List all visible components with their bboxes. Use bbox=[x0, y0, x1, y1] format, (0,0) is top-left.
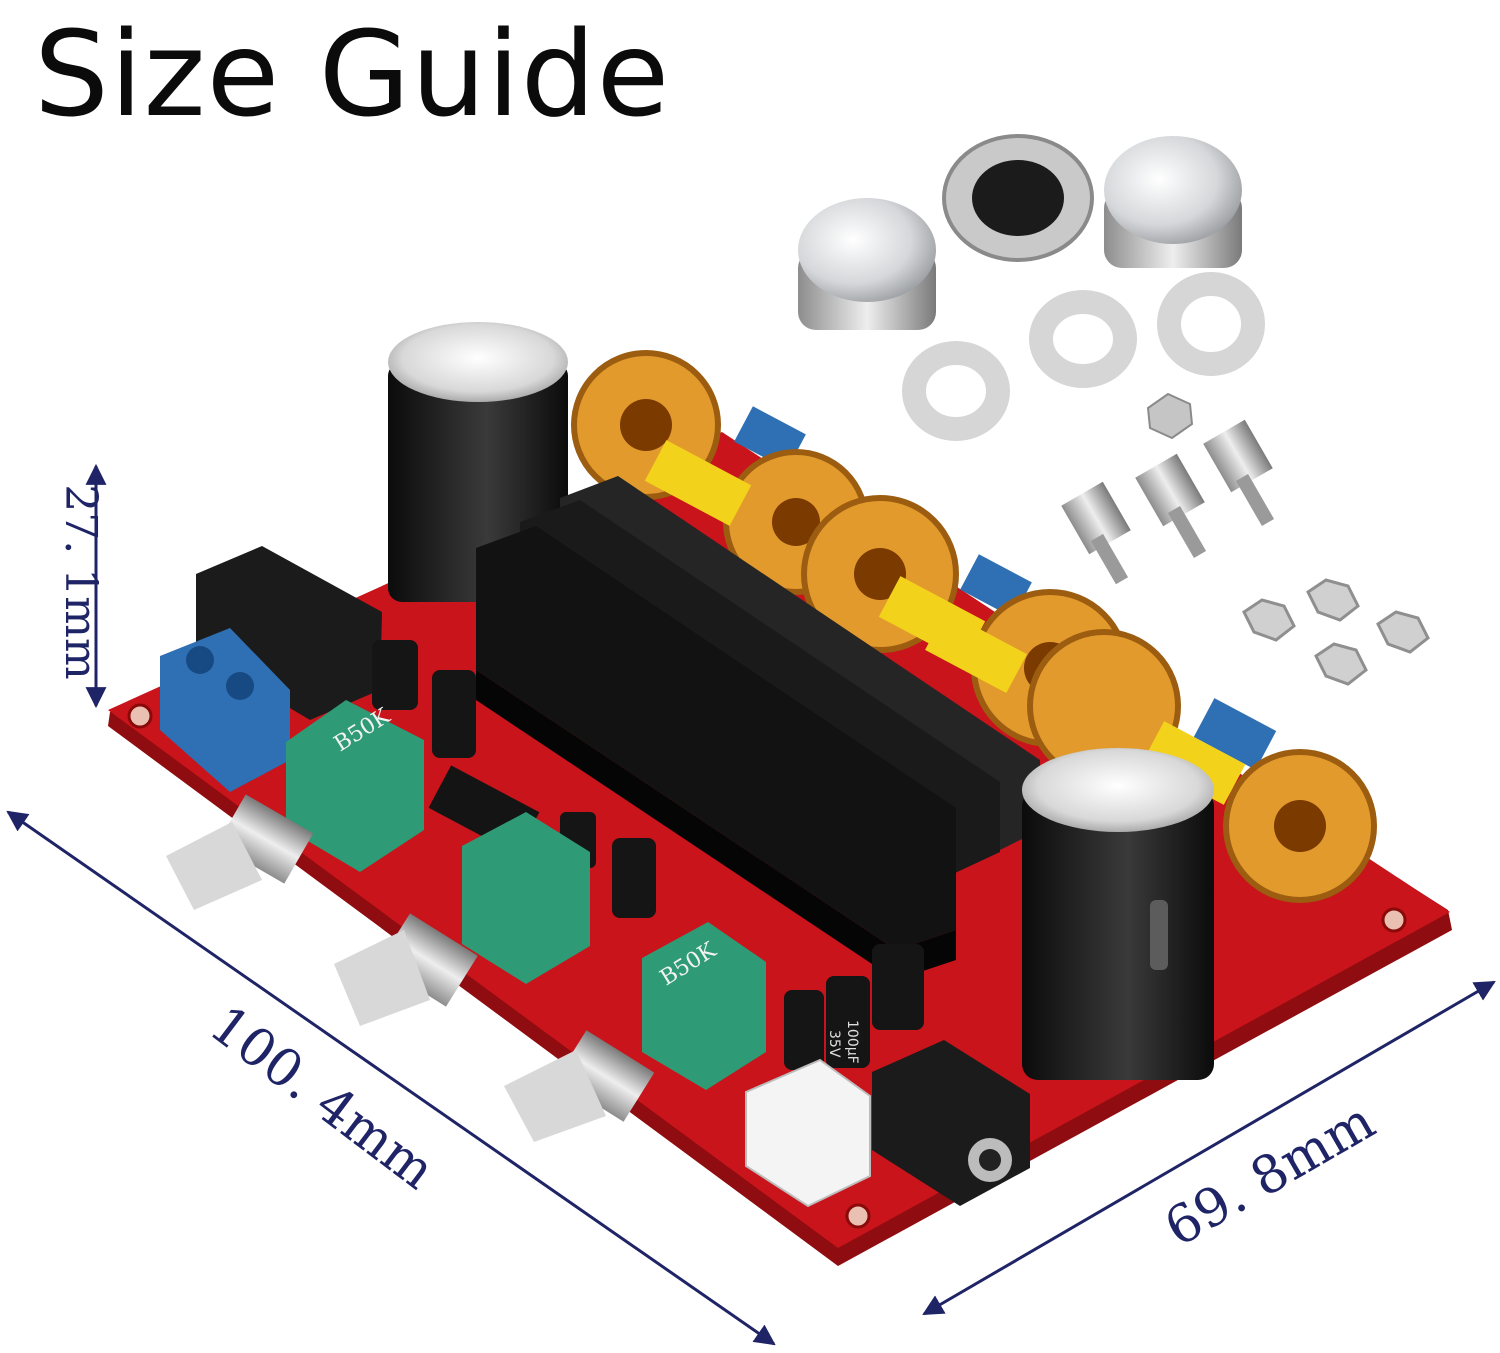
small-cap-label: 35V bbox=[826, 1030, 842, 1058]
jst-connector bbox=[745, 1058, 871, 1208]
small-nut bbox=[1146, 392, 1194, 440]
length-arrow bbox=[6, 810, 776, 1346]
washers bbox=[902, 272, 1265, 441]
potentiometer: B50K bbox=[504, 922, 766, 1142]
knob bbox=[798, 198, 936, 330]
dimension-arrows bbox=[6, 463, 1496, 1346]
screw-terminal bbox=[160, 628, 290, 792]
mount-hole bbox=[1381, 907, 1407, 933]
amplifier-board: 100μF 35V B50K B50K bbox=[108, 322, 1452, 1266]
page-title: Size Guide bbox=[34, 5, 671, 143]
potentiometer: B50K bbox=[166, 700, 424, 910]
mount-hole bbox=[845, 1203, 871, 1229]
hex-nuts bbox=[1242, 578, 1430, 686]
knob bbox=[942, 134, 1094, 262]
width-arrow bbox=[922, 980, 1496, 1316]
small-cap-label: 100μF bbox=[844, 1020, 860, 1064]
screw-terminal bbox=[1193, 698, 1277, 770]
height-dimension-label: 27. 1mm bbox=[55, 484, 106, 680]
audio-jack bbox=[872, 1040, 1030, 1206]
potentiometer bbox=[334, 812, 590, 1026]
mount-hole bbox=[127, 703, 153, 729]
accessories bbox=[798, 134, 1430, 686]
film-capacitors bbox=[644, 440, 1246, 805]
standoffs bbox=[1061, 419, 1275, 585]
heatsink bbox=[476, 476, 1040, 980]
electrolytic-capacitor bbox=[1022, 748, 1214, 1080]
knob bbox=[1104, 136, 1242, 268]
small-capacitors: 100μF 35V bbox=[372, 640, 924, 1070]
